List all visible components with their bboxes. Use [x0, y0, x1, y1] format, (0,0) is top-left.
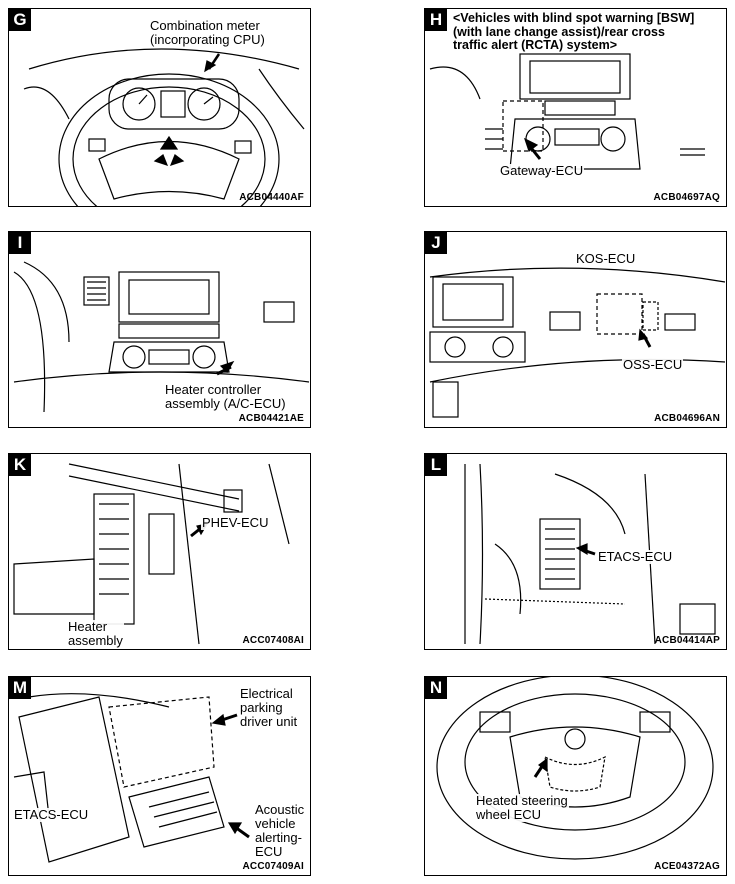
panel-l: L ETACS-ECU ACB04414AP	[424, 453, 727, 650]
figure-code: ACB04414AP	[654, 635, 720, 646]
panel-n: N Heated steering wheel ECU ACE04372AG	[424, 676, 727, 876]
heated-steering-label: Heated steering wheel ECU	[475, 793, 569, 822]
panel-letter: I	[9, 232, 31, 254]
panel-j-illustration	[429, 267, 726, 418]
panel-l-illustration	[464, 463, 716, 645]
etacs-ecu-label: ETACS-ECU	[597, 549, 674, 564]
panel-letter: G	[9, 9, 31, 31]
panel-m: M Electrical parking driver unit ETACS-E…	[8, 676, 311, 876]
panel-g: G Combination meter (incorporating CPU) …	[8, 8, 311, 207]
panel-h-header: <Vehicles with blind spot warning [BSW] …	[453, 11, 695, 52]
oss-ecu-label: OSS-ECU	[622, 357, 684, 372]
combination-meter-label: Combination meter (incorporating CPU)	[149, 18, 266, 47]
panel-k-illustration	[13, 463, 290, 645]
panel-letter: N	[425, 677, 447, 699]
figure-code: ACB04440AF	[239, 192, 304, 203]
figure-code: ACC07408AI	[242, 635, 304, 646]
panel-n-illustration	[436, 677, 714, 860]
panel-h-illustration	[429, 53, 705, 170]
panel-letter: L	[425, 454, 447, 476]
panel-letter: H	[425, 9, 447, 31]
heater-assembly-label: Heater assembly	[67, 619, 124, 648]
phev-ecu-label: PHEV-ECU	[201, 515, 270, 530]
figure-code: ACB04697AQ	[653, 192, 720, 203]
panel-letter: K	[9, 454, 31, 476]
heater-controller-label: Heater controller assembly (A/C-ECU)	[164, 382, 287, 411]
acoustic-vehicle-alerting-label: Acoustic vehicle alerting- ECU	[254, 802, 306, 859]
figure-code: ACE04372AG	[654, 861, 720, 872]
panel-g-illustration	[23, 48, 305, 206]
panel-letter: J	[425, 232, 447, 254]
panel-h: H <Vehicles with blind spot warning [BSW…	[424, 8, 727, 207]
kos-ecu-label: KOS-ECU	[575, 251, 637, 266]
electrical-parking-label: Electrical parking driver unit	[239, 686, 299, 729]
panel-i-illustration	[13, 261, 310, 413]
panel-letter: M	[9, 677, 31, 699]
etacs-ecu-label: ETACS-ECU	[13, 807, 90, 822]
panel-j: J KOS-ECU OSS-ECU ACB04696AN	[424, 231, 727, 428]
panel-i: I Heater controller assembly (A/C-ECU) A…	[8, 231, 311, 428]
figure-code: ACC07409AI	[242, 861, 304, 872]
panel-k: K PHEV-ECU Heater assembly ACC07408AI	[8, 453, 311, 650]
figure-code: ACB04696AN	[654, 413, 720, 424]
figure-code: ACB04421AE	[238, 413, 304, 424]
gateway-ecu-label: Gateway-ECU	[499, 163, 585, 178]
